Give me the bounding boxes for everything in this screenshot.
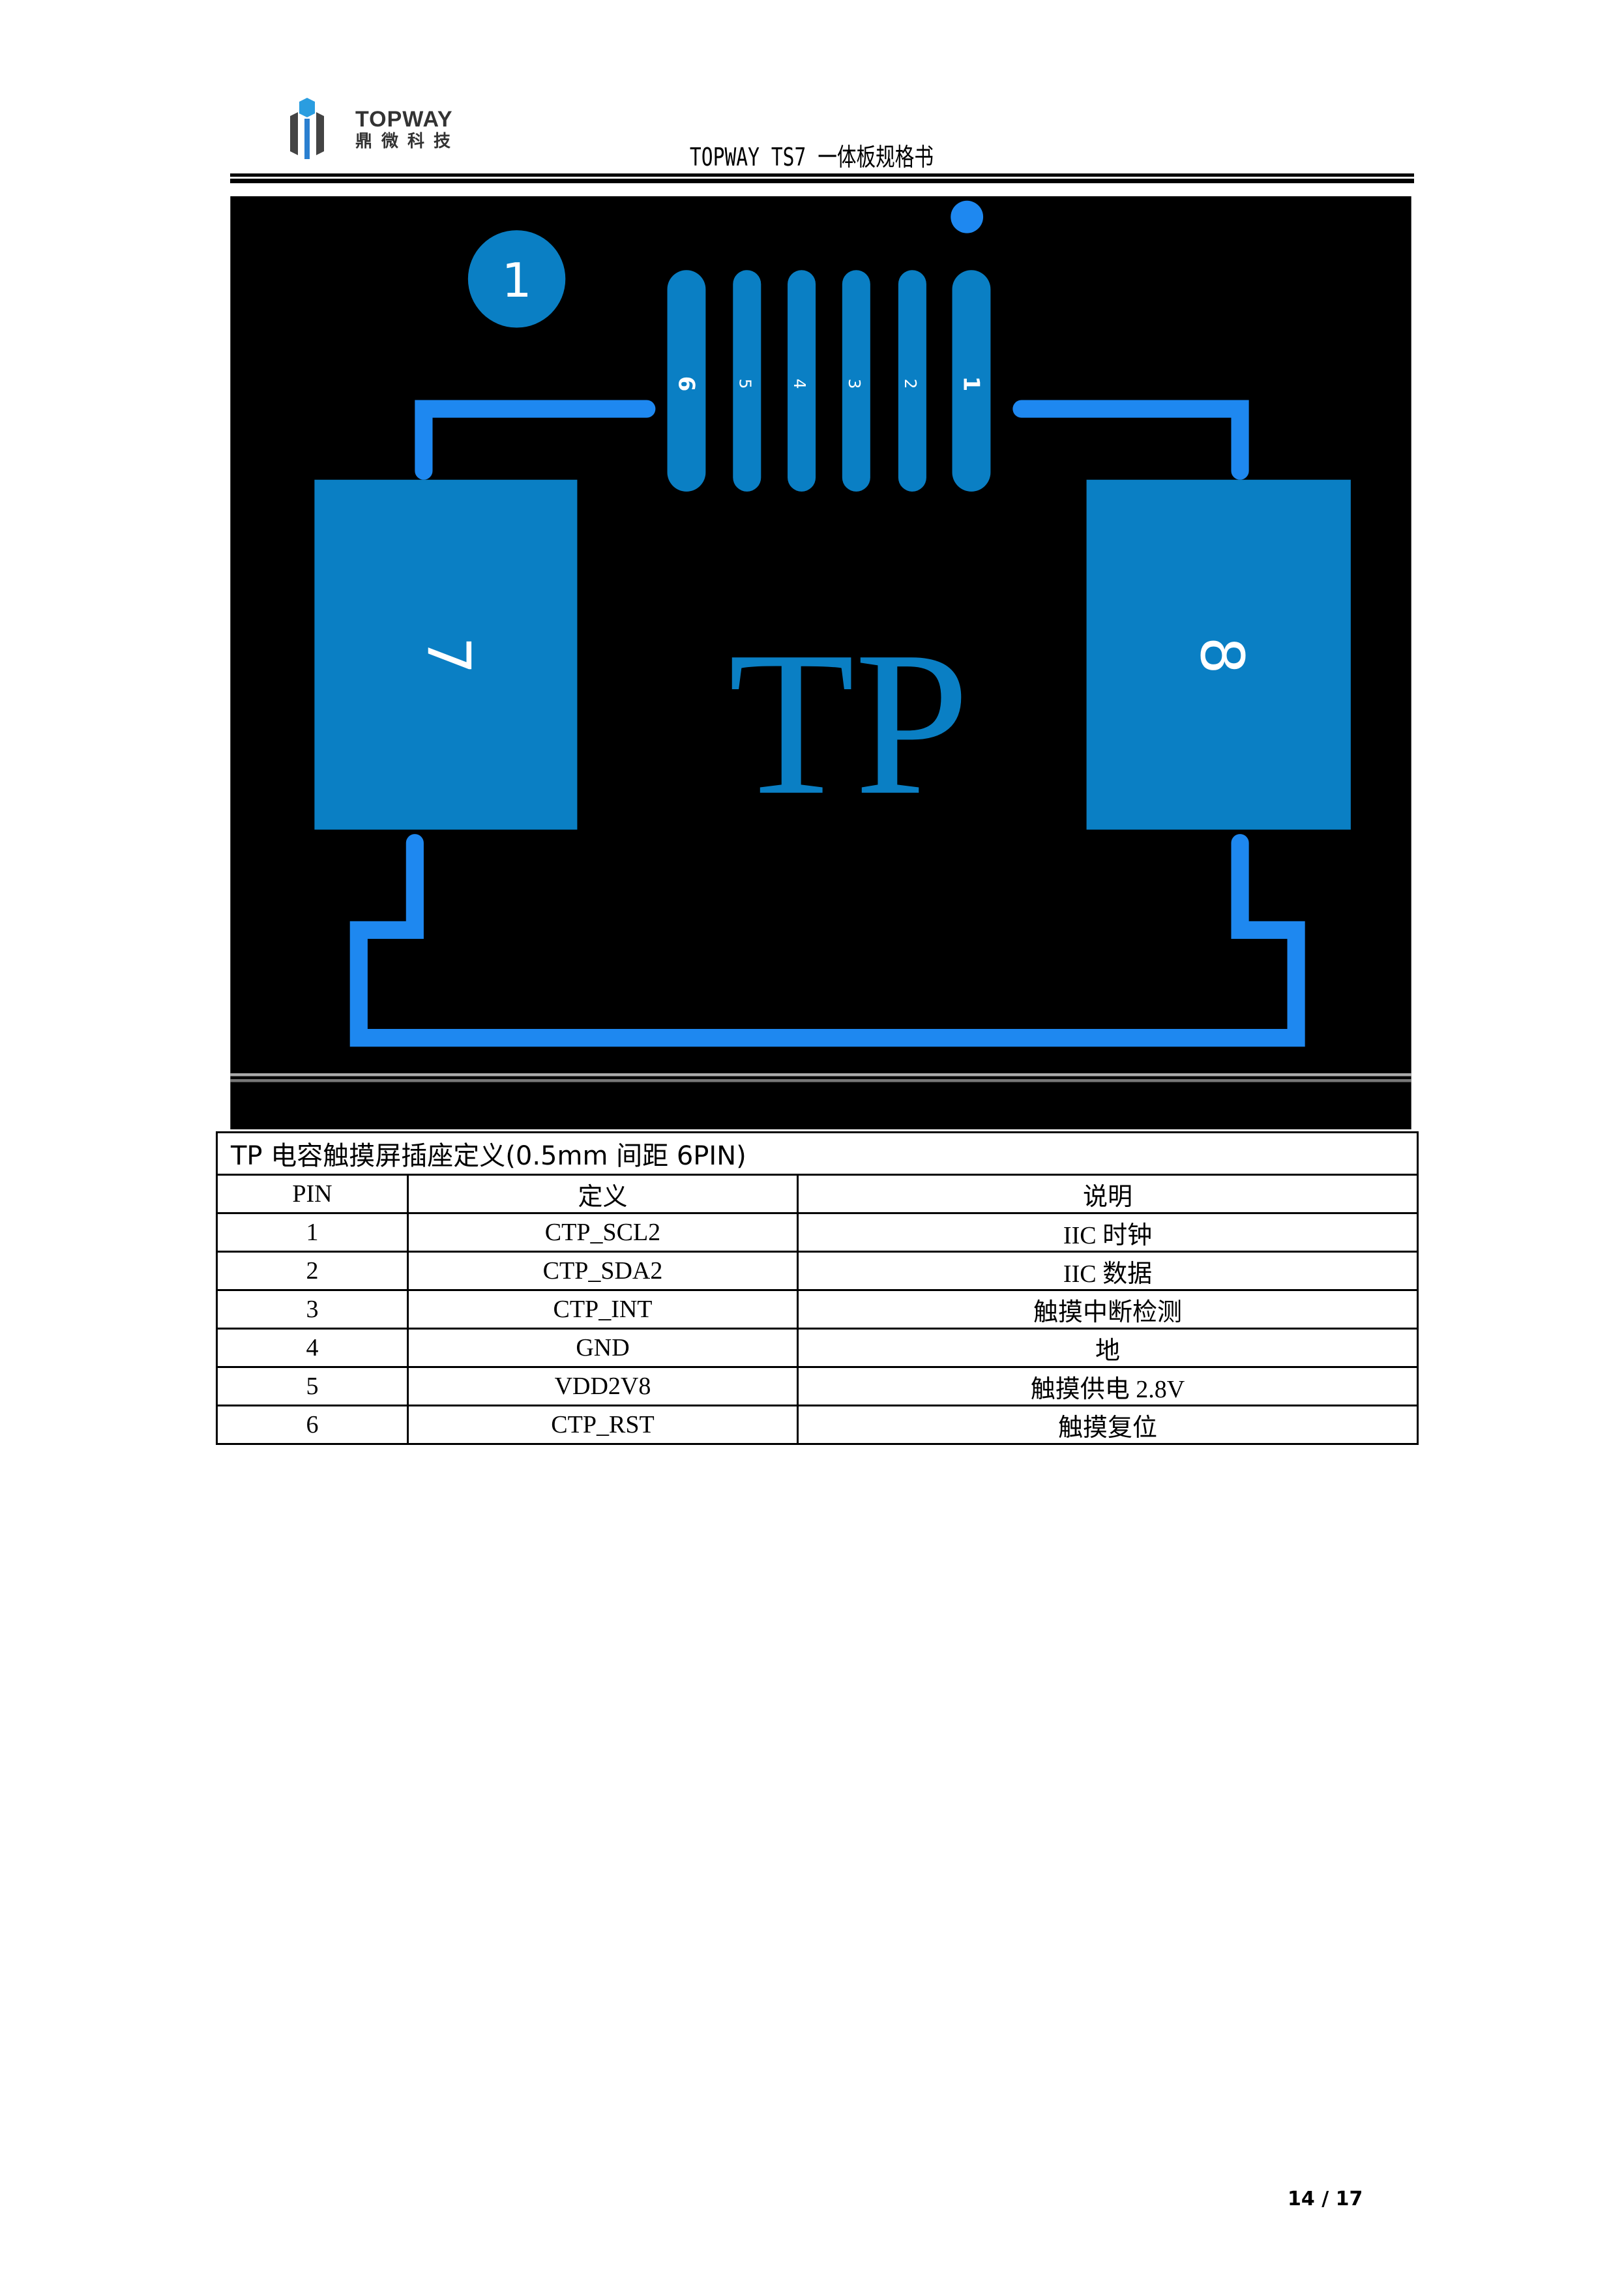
pin-cell: 5: [216, 1366, 409, 1406]
pin-cell: 1: [216, 1212, 409, 1253]
connector-pin-label: 5: [735, 379, 754, 389]
description-cell: 触摸供电 2.8V: [797, 1366, 1419, 1406]
header-description: 说明: [797, 1174, 1419, 1214]
logo-subtext: 鼎微科技: [355, 132, 460, 151]
connector-pin-label: 1: [958, 376, 984, 392]
pin-cell: 6: [216, 1405, 409, 1445]
connector-pin-3: [842, 270, 870, 492]
definition-cell: CTP_SDA2: [407, 1251, 799, 1291]
trace-bottom: [349, 834, 1305, 1047]
connector-pin-4: [788, 270, 816, 492]
trace-left-top: [415, 400, 656, 480]
pin1-marker-label: 1: [502, 254, 532, 308]
tp-label: TP: [728, 609, 969, 838]
page-number: 14 / 17: [1288, 2188, 1363, 2210]
pad-7-label: 7: [414, 636, 482, 674]
connector-pin-5: [733, 270, 761, 492]
pin-cell: 4: [216, 1328, 409, 1368]
divider-line: [230, 1079, 1411, 1082]
document-title: TOPWAY TS7 一体板规格书: [689, 143, 934, 171]
connector-pin-label: 2: [901, 379, 920, 389]
connector-pin-label: 6: [673, 376, 700, 392]
connector-pin-6: [667, 270, 706, 492]
pad-8: [1086, 479, 1351, 830]
pin-cell: 2: [216, 1251, 409, 1291]
topway-logo-icon: [290, 98, 324, 159]
description-cell: IIC 数据: [797, 1251, 1419, 1291]
header-definition: 定义: [407, 1174, 799, 1214]
definition-cell: VDD2V8: [407, 1366, 799, 1406]
definition-cell: CTP_INT: [407, 1289, 799, 1330]
pad-8-label: 8: [1187, 636, 1256, 674]
divider-line: [230, 1073, 1411, 1077]
connector-pin-1: [952, 270, 991, 492]
connector-pin-label: 3: [845, 379, 864, 389]
table-header-row: PIN 定义 说明: [216, 1174, 1419, 1214]
definition-cell: CTP_SCL2: [407, 1212, 799, 1253]
description-cell: 触摸中断检测: [797, 1289, 1419, 1330]
description-cell: 地: [797, 1328, 1419, 1368]
pin1-dot: [951, 200, 984, 233]
pad-7: [314, 479, 578, 830]
header-divider: [230, 179, 1414, 183]
tp-connector-footprint-diagram: 1 6 5 4 3 2 1 7 8 TP: [230, 196, 1411, 1129]
description-cell: 触摸复位: [797, 1405, 1419, 1445]
trace-right-top: [1012, 400, 1249, 480]
description-cell: IIC 时钟: [797, 1212, 1419, 1253]
connector-pin-label: 4: [790, 379, 809, 389]
definition-cell: CTP_RST: [407, 1405, 799, 1445]
pin-cell: 3: [216, 1289, 409, 1330]
header-pin: PIN: [216, 1174, 409, 1214]
table-caption: TP 电容触摸屏插座定义(0.5mm 间距 6PIN): [216, 1131, 1419, 1176]
pin1-marker-circle: [467, 230, 566, 328]
traces: [349, 400, 1305, 1047]
header-divider: [230, 173, 1414, 177]
definition-cell: GND: [407, 1328, 799, 1368]
logo-text: TOPWAY: [355, 107, 453, 132]
connector-pin-2: [898, 270, 926, 492]
